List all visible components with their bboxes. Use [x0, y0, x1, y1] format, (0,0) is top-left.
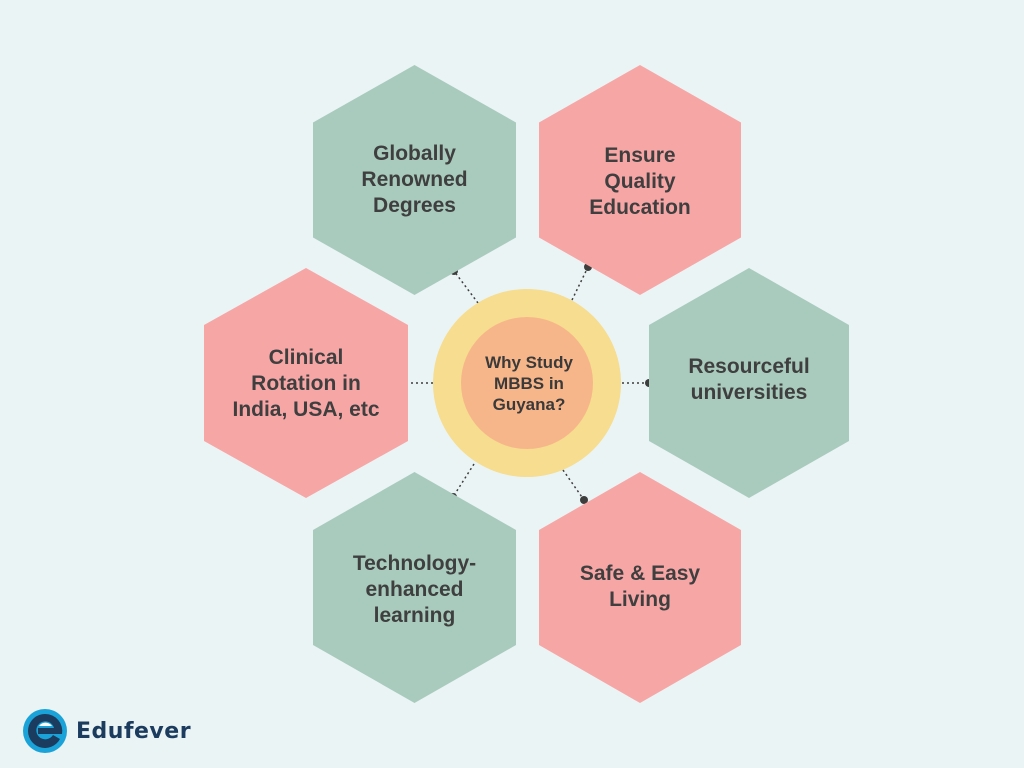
label-resourceful-universities: Resourceful universities — [688, 355, 810, 404]
connector-ensure-quality-education — [571, 266, 589, 301]
hex-globally-renowned-degrees — [313, 65, 516, 295]
hex-ensure-quality-education — [539, 65, 741, 295]
label-globally-renowned-degrees: Globally Renowned Degrees — [361, 142, 468, 217]
center-label: Why Study MBBS in Guyana? — [485, 352, 573, 414]
label-ensure-quality-education: Ensure Quality Education — [589, 144, 691, 219]
edufever-logo: Edufever — [22, 708, 191, 754]
connector-safe-easy-living — [562, 469, 585, 501]
label-clinical-rotation: Clinical Rotation in India, USA, etc — [232, 346, 380, 421]
hex-resourceful-universities — [649, 268, 849, 498]
hex-safe-easy-living — [539, 472, 741, 703]
label-safe-easy-living: Safe & Easy Living — [579, 562, 701, 611]
logo-wordmark: Edufever — [76, 718, 192, 744]
connector-safe-easy-living-dot — [580, 496, 588, 504]
label-technology-enhanced-learning: Technology- enhanced learning — [352, 552, 477, 627]
edufever-e-logo-icon — [23, 709, 67, 753]
connector-globally-renowned-degrees — [453, 270, 479, 304]
connector-technology-enhanced-learning — [452, 463, 475, 498]
hex-clinical-rotation — [204, 268, 408, 498]
hex-technology-enhanced-learning — [313, 472, 516, 703]
center-inner-circle — [461, 317, 593, 449]
